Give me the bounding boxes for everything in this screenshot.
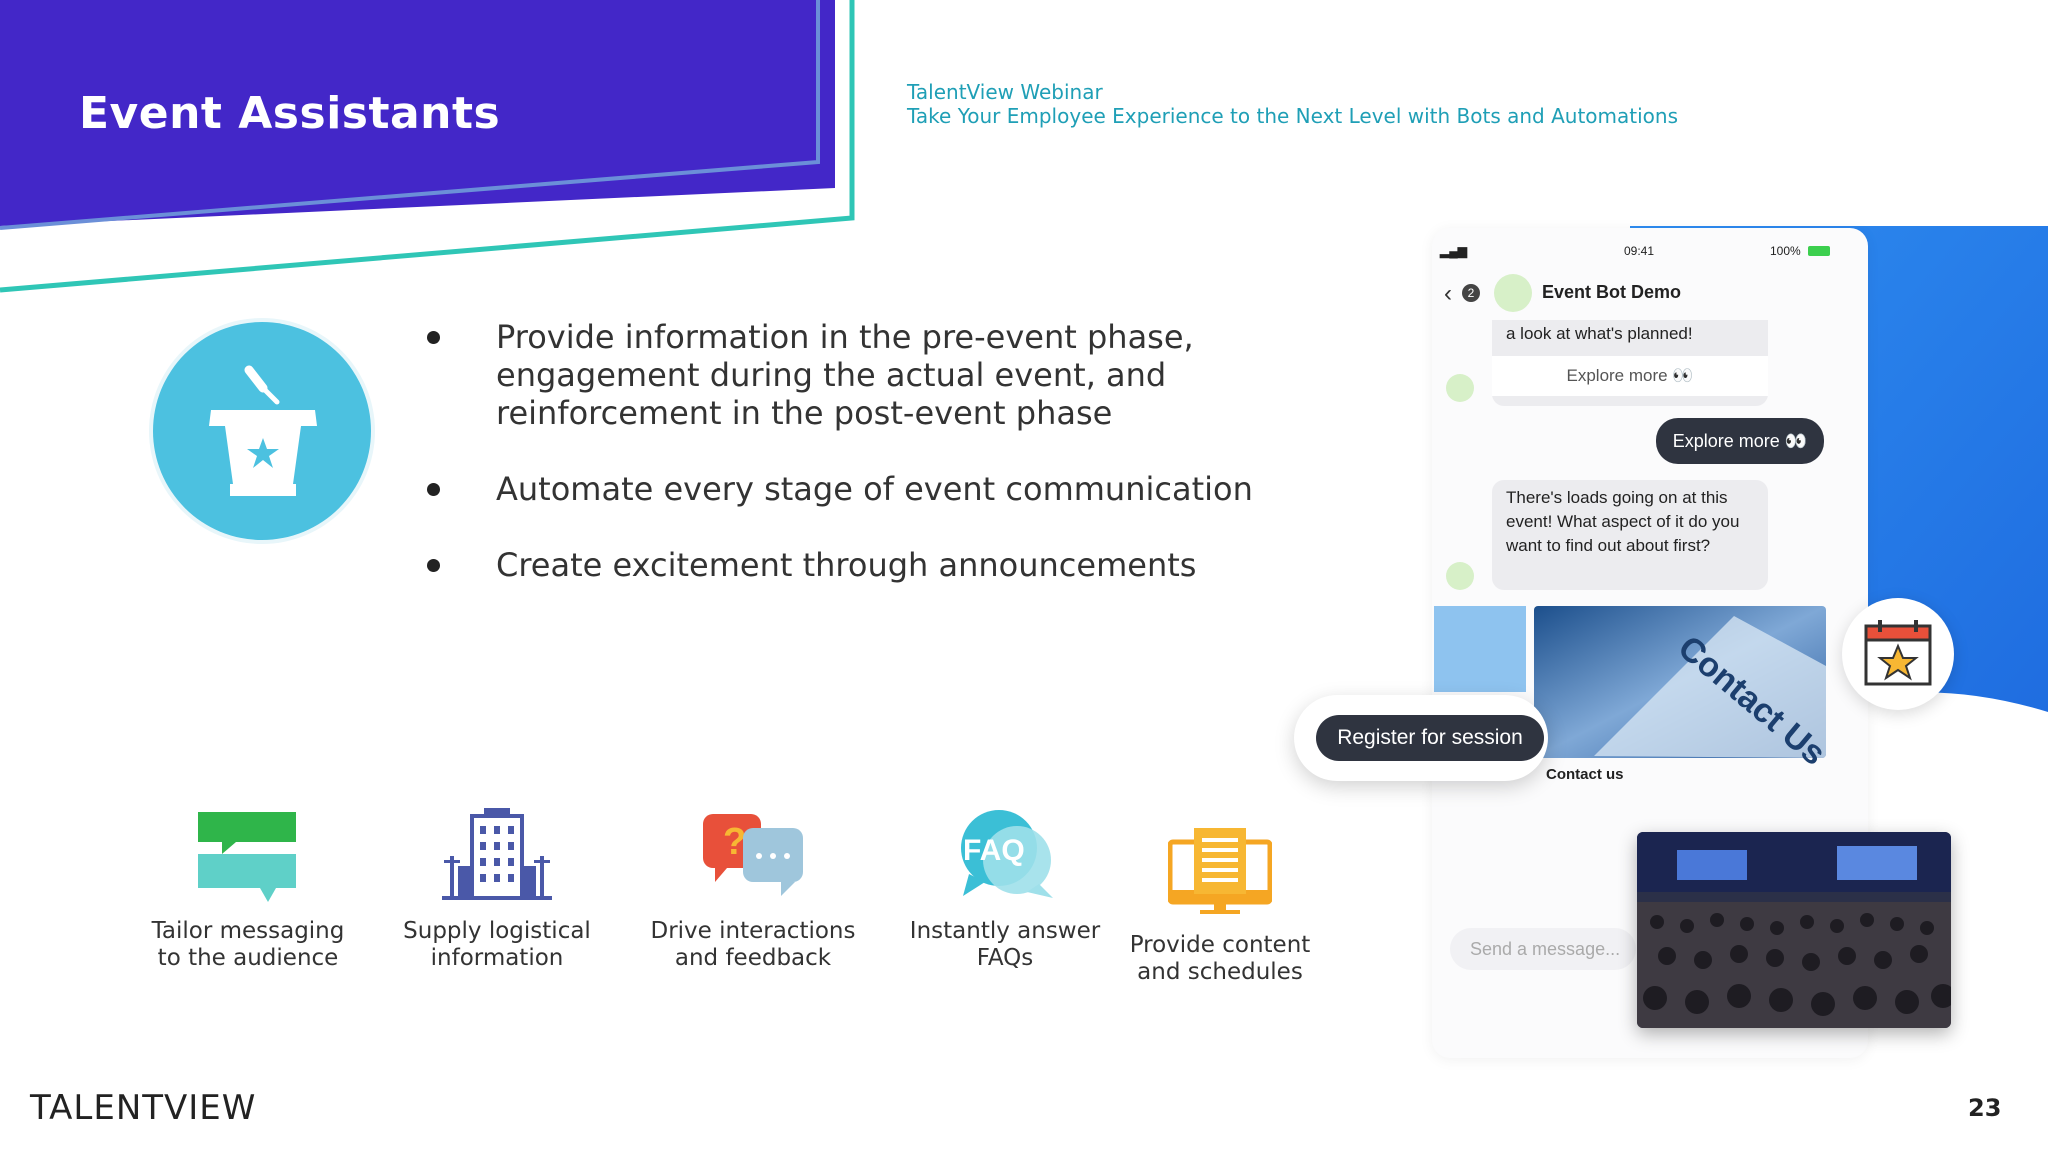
feature-faqs: FAQ Instantly answer FAQs bbox=[900, 808, 1110, 972]
bullet-item: Provide information in the pre-event pha… bbox=[420, 318, 1300, 432]
chat-title: Event Bot Demo bbox=[1542, 282, 1682, 302]
unread-count-badge: 2 bbox=[1462, 284, 1480, 302]
webinar-name: TalentView Webinar bbox=[907, 80, 1103, 104]
message-input[interactable]: Send a message... bbox=[1450, 928, 1636, 970]
chat-message-text: a look at what's planned! bbox=[1506, 324, 1693, 343]
monitor-document-icon bbox=[1168, 828, 1272, 914]
explore-more-reply: Explore more 👀 bbox=[1656, 418, 1824, 464]
feature-label: Instantly answer FAQs bbox=[909, 918, 1101, 971]
feature-label: Tailor messaging to the audience bbox=[151, 918, 345, 971]
bullet-list: Provide information in the pre-event pha… bbox=[420, 318, 1300, 622]
svg-text:FAQ: FAQ bbox=[963, 834, 1025, 867]
faq-icon: FAQ bbox=[961, 810, 1053, 898]
bullet-dot bbox=[427, 483, 440, 496]
header-banner bbox=[0, 0, 855, 300]
contact-card-image[interactable] bbox=[1534, 606, 1826, 758]
feature-tailor-messaging: Tailor messaging to the audience bbox=[148, 808, 348, 972]
svg-text:?: ? bbox=[723, 821, 746, 863]
chat-message-bubble: a look at what's planned! Explore more 👀 bbox=[1492, 320, 1768, 406]
register-session-button[interactable]: Register for session bbox=[1316, 715, 1544, 761]
calendar-badge bbox=[1842, 598, 1954, 710]
card-caption: Contact us bbox=[1546, 766, 1624, 783]
question-speech-icon: ? bbox=[703, 814, 803, 896]
battery-level: 100% bbox=[1770, 244, 1801, 258]
feature-label: Supply logistical information bbox=[403, 918, 591, 971]
bullet-dot bbox=[427, 331, 440, 344]
podium-icon bbox=[209, 365, 317, 496]
bot-avatar bbox=[1446, 374, 1474, 402]
register-pill-container: Register for session bbox=[1294, 695, 1548, 781]
feature-label: Drive interactions and feedback bbox=[650, 918, 856, 971]
slide-title: Event Assistants bbox=[79, 88, 501, 139]
bullet-text: Provide information in the pre-event pha… bbox=[496, 318, 1194, 432]
chat-question-bubble: There's loads going on at this event! Wh… bbox=[1492, 480, 1768, 590]
bot-avatar bbox=[1446, 562, 1474, 590]
feature-label: Provide content and schedules bbox=[1129, 932, 1311, 985]
bullet-item: Automate every stage of event communicat… bbox=[420, 470, 1300, 508]
audience-photo bbox=[1637, 832, 1951, 1028]
status-time: 09:41 bbox=[1624, 244, 1655, 258]
battery-icon bbox=[1808, 246, 1830, 256]
page-number: 23 bbox=[1968, 1094, 2002, 1122]
bot-avatar bbox=[1494, 274, 1532, 312]
feature-logistics: Supply logistical information bbox=[398, 808, 596, 972]
podium-icon-circle bbox=[153, 322, 371, 540]
chat-bubbles-icon bbox=[198, 812, 296, 902]
phone-status-bar: ▂▄▆ 09:41 100% bbox=[1440, 244, 1850, 264]
feature-content-schedules: Provide content and schedules bbox=[1118, 828, 1322, 986]
bullet-dot bbox=[427, 559, 440, 572]
building-icon bbox=[442, 808, 552, 900]
signal-icon: ▂▄▆ bbox=[1440, 244, 1467, 258]
bullet-item: Create excitement through announcements bbox=[420, 546, 1300, 584]
talentview-logo: TALENTVIEW bbox=[30, 1088, 257, 1128]
back-chevron-icon[interactable]: ‹ bbox=[1444, 280, 1452, 307]
webinar-subtitle: Take Your Employee Experience to the Nex… bbox=[907, 104, 1679, 128]
carousel-card-image bbox=[1434, 606, 1526, 692]
calendar-star-icon bbox=[1864, 620, 1932, 686]
feature-interactions: ? Drive interactions and feedback bbox=[646, 808, 860, 972]
explore-more-link[interactable]: Explore more 👀 bbox=[1492, 356, 1768, 396]
bullet-text: Create excitement through announcements bbox=[496, 546, 1197, 584]
webinar-header: TalentView Webinar Take Your Employee Ex… bbox=[907, 80, 1678, 128]
bullet-text: Automate every stage of event communicat… bbox=[496, 470, 1253, 508]
